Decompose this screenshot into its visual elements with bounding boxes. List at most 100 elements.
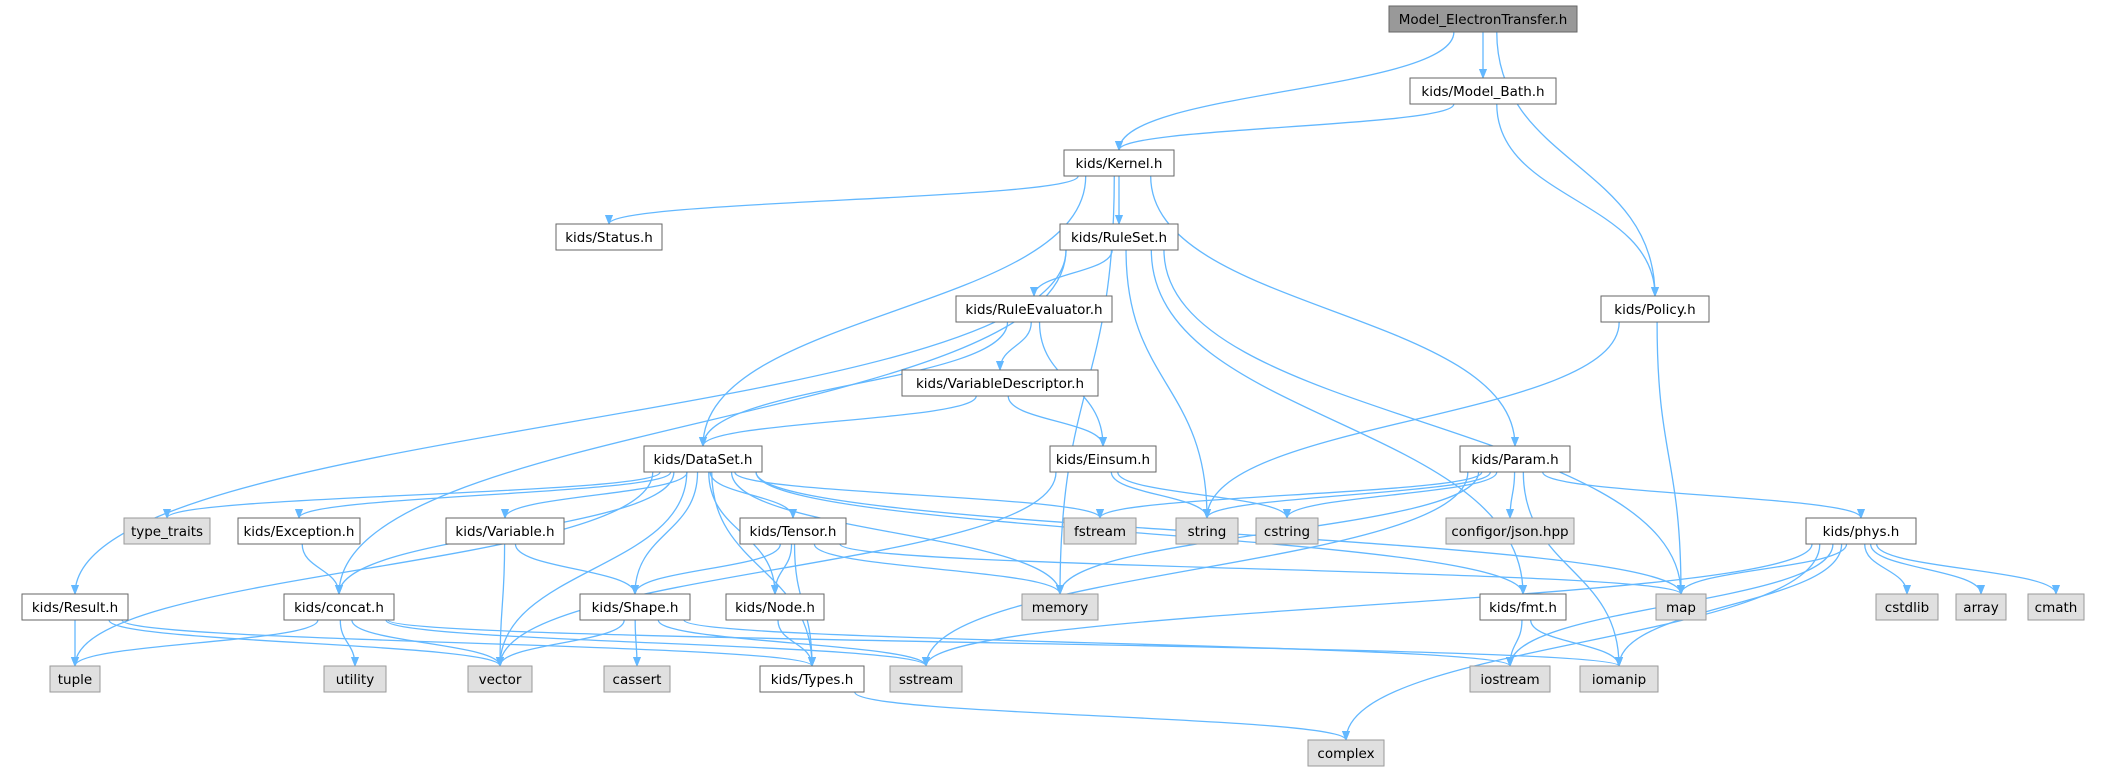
node-label-kernel: kids/Kernel.h	[1076, 156, 1163, 172]
node-fmt[interactable]: kids/fmt.h	[1479, 593, 1567, 621]
node-model_bath[interactable]: kids/Model_Bath.h	[1409, 77, 1557, 105]
edge-kernel-to-param	[1150, 175, 1515, 446]
node-label-string: string	[1188, 524, 1227, 540]
node-box-complex	[1307, 739, 1385, 767]
node-phys[interactable]: kids/phys.h	[1805, 517, 1917, 545]
edge-dataset-to-tuple	[75, 471, 654, 666]
edge-phys-to-complex	[1346, 543, 1821, 740]
edge-concat-to-sstream	[385, 619, 926, 667]
node-shape[interactable]: kids/Shape.h	[579, 593, 691, 621]
node-box-ruleset	[1059, 223, 1179, 251]
edge-kernel-to-status	[609, 175, 1079, 225]
edge-tensor-to-shape	[635, 543, 782, 595]
node-box-sstream	[889, 665, 963, 693]
node-dataset[interactable]: kids/DataSet.h	[643, 445, 763, 473]
node-sstream: sstream	[889, 665, 963, 693]
edge-param-to-sstream	[926, 471, 1469, 666]
edge-shape-to-cassert	[635, 619, 637, 666]
node-box-type_traits	[123, 517, 211, 545]
edge-policy-to-string	[1207, 321, 1620, 518]
edge-param-to-fstream	[1100, 471, 1483, 519]
node-label-ruleevaluator: kids/RuleEvaluator.h	[965, 302, 1102, 318]
node-label-cstdlib: cstdlib	[1885, 600, 1929, 616]
edge-phys-to-array	[1869, 543, 1981, 595]
edge-policy-to-map	[1656, 321, 1681, 594]
node-policy[interactable]: kids/Policy.h	[1600, 295, 1710, 323]
node-tensor[interactable]: kids/Tensor.h	[739, 517, 847, 545]
node-status[interactable]: kids/Status.h	[555, 223, 663, 251]
node-node[interactable]: kids/Node.h	[725, 593, 825, 621]
node-box-vector	[467, 665, 533, 693]
node-label-phys: kids/phys.h	[1823, 524, 1900, 540]
node-box-dataset	[643, 445, 763, 473]
node-label-vector: vector	[479, 672, 522, 688]
node-box-utility	[323, 665, 387, 693]
node-label-shape: kids/Shape.h	[592, 600, 679, 616]
node-box-map	[1655, 593, 1707, 621]
node-label-iostream: iostream	[1480, 672, 1539, 688]
node-vardesc[interactable]: kids/VariableDescriptor.h	[901, 369, 1099, 397]
node-label-policy: kids/Policy.h	[1614, 302, 1695, 318]
edge-concat-to-utility	[339, 619, 355, 666]
edge-result-to-vector	[108, 619, 500, 667]
node-cstring: cstring	[1255, 517, 1319, 545]
node-concat[interactable]: kids/concat.h	[283, 593, 395, 621]
node-memory: memory	[1021, 593, 1099, 621]
node-box-tuple	[49, 665, 101, 693]
edge-param-to-phys	[1542, 471, 1861, 519]
edge-root-to-kernel	[1119, 31, 1455, 150]
edge-concat-to-vector	[351, 619, 500, 667]
edge-shape-to-vector	[500, 619, 625, 667]
edge-vardesc-to-dataset	[703, 395, 977, 447]
edge-param-to-cstring	[1287, 471, 1498, 519]
node-label-vardesc: kids/VariableDescriptor.h	[916, 376, 1084, 392]
node-box-iostream	[1469, 665, 1551, 693]
edge-node-to-types	[777, 619, 812, 667]
node-label-dataset: kids/DataSet.h	[654, 452, 753, 468]
node-box-fmt	[1479, 593, 1567, 621]
node-einsum[interactable]: kids/Einsum.h	[1049, 445, 1157, 473]
node-label-cstring: cstring	[1264, 524, 1310, 540]
node-label-ruleset: kids/RuleSet.h	[1071, 230, 1167, 246]
node-label-einsum: kids/Einsum.h	[1056, 452, 1150, 468]
node-kernel[interactable]: kids/Kernel.h	[1063, 149, 1175, 177]
edge-shape-to-iostream	[683, 619, 1510, 667]
node-type_traits: type_traits	[123, 517, 211, 545]
node-array: array	[1955, 593, 2007, 621]
node-box-shape	[579, 593, 691, 621]
node-box-string	[1175, 517, 1239, 545]
edge-concat-to-tuple	[75, 619, 319, 667]
edge-ruleevaluator-to-dataset	[703, 321, 1009, 446]
edge-param-to-string	[1207, 471, 1492, 519]
node-types[interactable]: kids/Types.h	[759, 665, 865, 693]
node-box-cmath	[2027, 593, 2085, 621]
node-cassert: cassert	[603, 665, 671, 693]
edge-vardesc-to-einsum	[1007, 395, 1103, 447]
node-box-status	[555, 223, 663, 251]
node-layer: Model_ElectronTransfer.hkids/Model_Bath.…	[21, 5, 2085, 767]
node-label-type_traits: type_traits	[131, 524, 203, 540]
node-label-exception: kids/Exception.h	[243, 524, 354, 540]
edge-dataset-to-fmt	[755, 471, 1523, 595]
node-label-map: map	[1666, 600, 1696, 616]
node-cstdlib: cstdlib	[1875, 593, 1939, 621]
node-map: map	[1655, 593, 1707, 621]
node-iostream: iostream	[1469, 665, 1551, 693]
node-box-node	[725, 593, 825, 621]
edge-dataset-to-type_traits	[167, 471, 661, 519]
node-box-array	[1955, 593, 2007, 621]
node-box-model_bath	[1409, 77, 1557, 105]
node-label-fstream: fstream	[1074, 524, 1126, 540]
node-ruleevaluator[interactable]: kids/RuleEvaluator.h	[955, 295, 1113, 323]
node-variable[interactable]: kids/Variable.h	[445, 517, 565, 545]
edge-tensor-to-node	[775, 543, 793, 594]
edge-ruleset-to-string	[1125, 249, 1207, 518]
edge-variable-to-shape	[514, 543, 635, 595]
node-label-tensor: kids/Tensor.h	[750, 524, 837, 540]
node-ruleset[interactable]: kids/RuleSet.h	[1059, 223, 1179, 251]
node-exception[interactable]: kids/Exception.h	[237, 517, 361, 545]
node-result[interactable]: kids/Result.h	[21, 593, 129, 621]
node-box-exception	[237, 517, 361, 545]
node-param[interactable]: kids/Param.h	[1459, 445, 1571, 473]
node-label-complex: complex	[1317, 746, 1374, 762]
